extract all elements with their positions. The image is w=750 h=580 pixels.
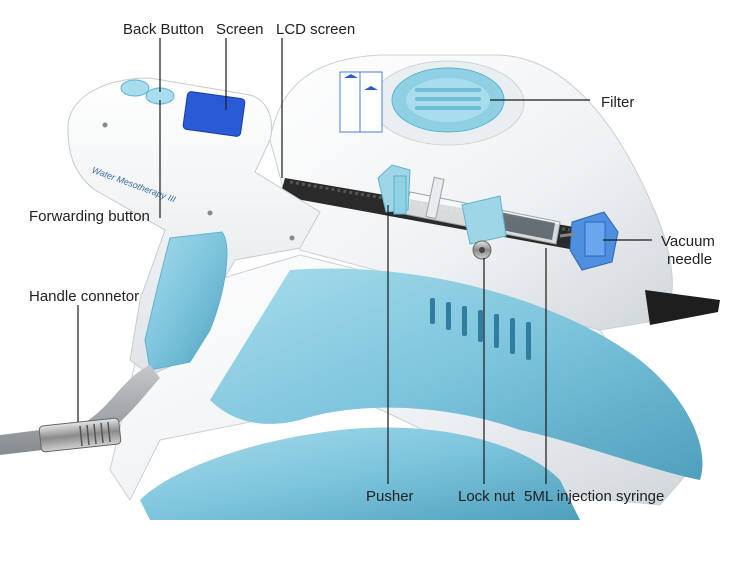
back-button-shape[interactable] bbox=[120, 79, 150, 97]
label-injection-syringe: 5ML injection syringe bbox=[524, 488, 665, 505]
pusher bbox=[377, 164, 411, 215]
leader-lines bbox=[77, 38, 652, 484]
label-forwarding-button: Forwarding button bbox=[29, 208, 150, 225]
vacuum-needle bbox=[559, 211, 619, 271]
label-pusher: Pusher bbox=[366, 488, 414, 505]
label-lock-nut: Lock nut bbox=[458, 488, 515, 505]
label-back-button: Back Button bbox=[123, 21, 204, 38]
cable bbox=[0, 365, 160, 455]
label-handle-connector: Handle connetor bbox=[29, 288, 140, 305]
syringe-holder bbox=[461, 195, 507, 260]
label-vacuum-needle-line2: needle bbox=[667, 251, 713, 268]
handle-connector-plug bbox=[38, 417, 122, 453]
warning-stickers bbox=[339, 71, 383, 133]
label-filter: Filter bbox=[601, 94, 635, 111]
label-lcd-screen: LCD screen bbox=[276, 21, 356, 38]
vent-slots bbox=[430, 298, 531, 360]
device-stand bbox=[109, 254, 703, 520]
handpiece bbox=[67, 77, 321, 376]
filter-cap bbox=[371, 60, 525, 146]
label-vacuum-needle-line1: Vacuum bbox=[661, 233, 715, 250]
label-screen: Screen bbox=[216, 21, 264, 38]
lcd-screen bbox=[182, 91, 246, 137]
